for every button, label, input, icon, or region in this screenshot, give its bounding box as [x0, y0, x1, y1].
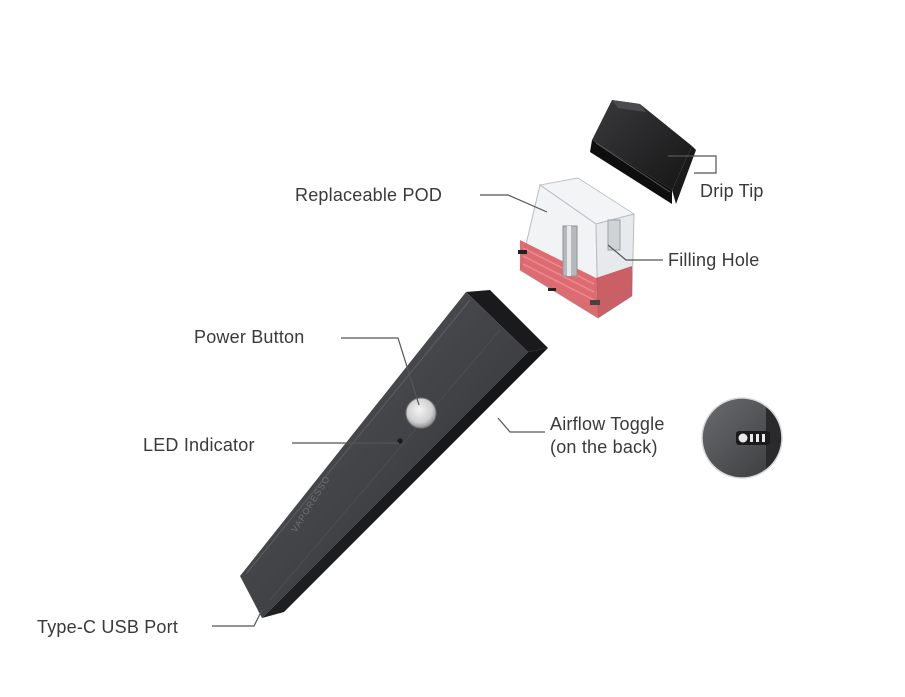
- filling-hole-label: Filling Hole: [668, 250, 760, 270]
- led-indicator-label: LED Indicator: [143, 435, 255, 455]
- replaceable-pod-part: [518, 177, 636, 319]
- airflow-toggle-inset: [701, 397, 783, 479]
- drip-tip-part: [590, 100, 696, 204]
- power-button-part: [405, 397, 437, 429]
- replaceable-pod-label: Replaceable POD: [295, 185, 443, 205]
- airflow-toggle-label: Airflow Toggle (on the back): [550, 413, 665, 459]
- drip-tip-label: Drip Tip: [700, 181, 764, 201]
- led-indicator-part: [397, 438, 403, 444]
- airflow-toggle-line1: Airflow Toggle: [550, 414, 665, 434]
- power-button-label: Power Button: [194, 327, 305, 347]
- leader-lines: [212, 155, 717, 627]
- type-c-usb-port-label: Type-C USB Port: [37, 617, 179, 637]
- airflow-toggle-line2: (on the back): [550, 437, 658, 457]
